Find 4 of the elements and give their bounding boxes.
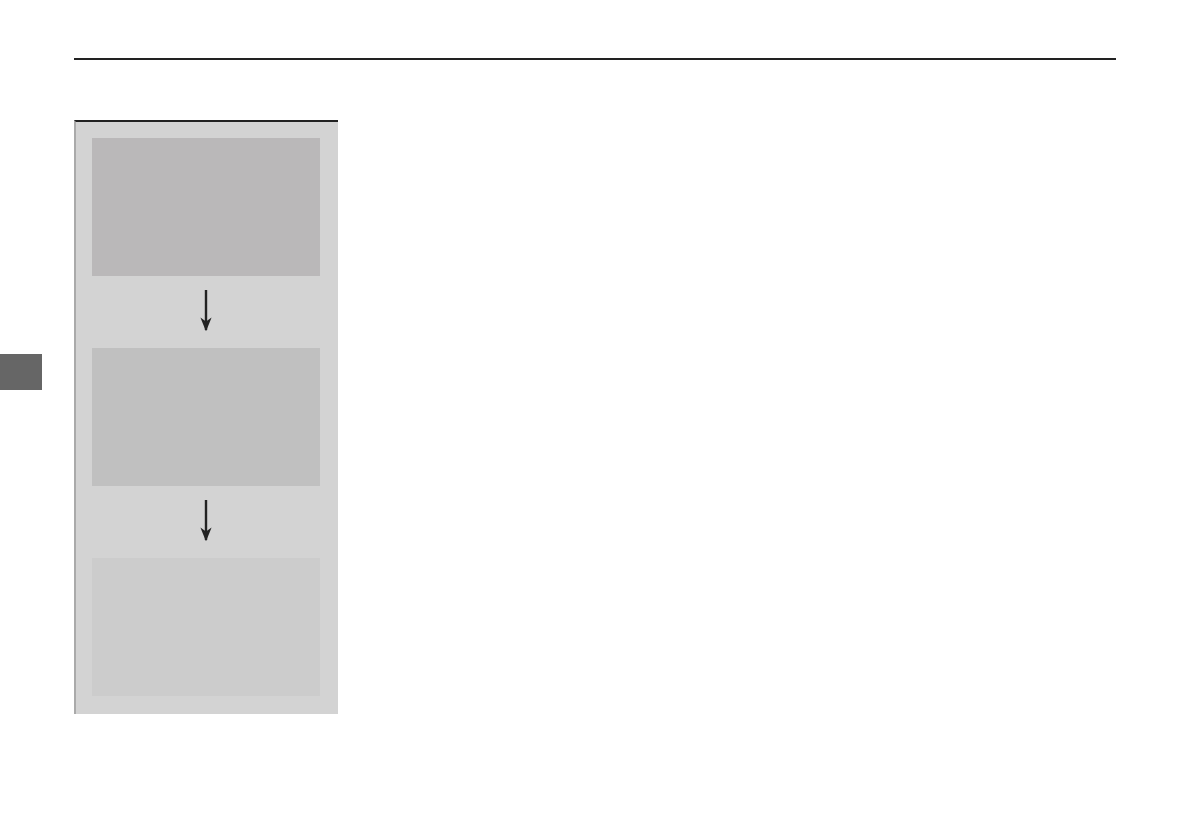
sidebar-panel — [74, 120, 338, 714]
step-box — [92, 138, 320, 276]
arrow — [200, 500, 212, 542]
arrow — [200, 290, 212, 332]
